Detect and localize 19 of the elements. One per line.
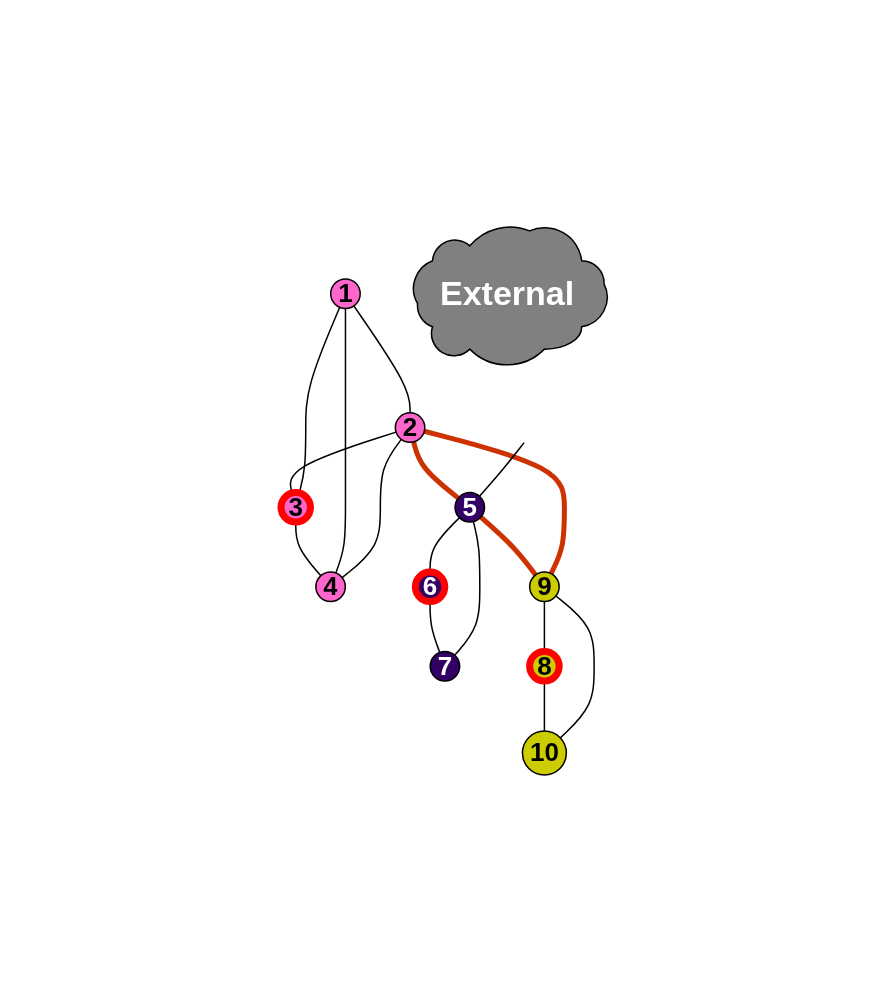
node-circle: 2 bbox=[394, 412, 426, 444]
connector bbox=[424, 428, 568, 575]
connector bbox=[341, 438, 403, 579]
node-circle: 6 bbox=[412, 568, 449, 606]
node-circle: 9 bbox=[529, 571, 561, 603]
node-circle: 5 bbox=[454, 491, 486, 523]
node-circle: 8 bbox=[526, 648, 563, 685]
connector bbox=[555, 595, 596, 739]
connector bbox=[454, 520, 481, 656]
connector bbox=[411, 441, 461, 501]
node-circle: 10 bbox=[522, 730, 568, 776]
node-circle: 7 bbox=[429, 650, 461, 682]
node-circle: 4 bbox=[315, 571, 347, 603]
connector bbox=[479, 515, 538, 577]
connector bbox=[353, 305, 412, 414]
connector bbox=[479, 441, 526, 497]
node-circle: 1 bbox=[330, 278, 362, 310]
node-circle: 3 bbox=[277, 489, 315, 526]
connector bbox=[335, 307, 347, 574]
